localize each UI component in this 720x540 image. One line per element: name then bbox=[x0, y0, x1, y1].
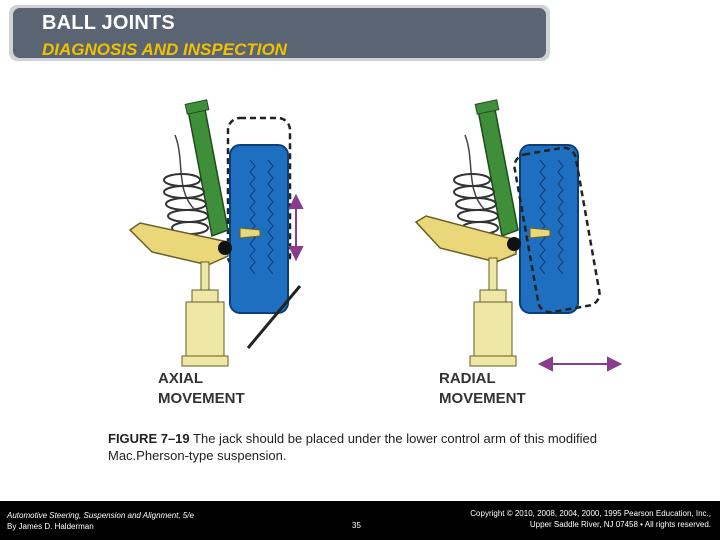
footer-bar: Automotive Steering, Suspension and Alig… bbox=[0, 501, 720, 540]
caption-text: The jack should be placed under the lowe… bbox=[108, 431, 597, 463]
left-coil-spring bbox=[163, 173, 209, 235]
book-author: By James D. Halderman bbox=[7, 522, 94, 531]
right-tire-outline bbox=[513, 146, 601, 314]
radial-label-line1: RADIAL bbox=[439, 370, 496, 387]
copyright-line2: Upper Saddle River, NJ 07458 • All right… bbox=[529, 520, 711, 529]
left-pry-bar bbox=[246, 285, 302, 349]
left-jack-post bbox=[200, 261, 210, 293]
page-subtitle: DIAGNOSIS AND INSPECTION bbox=[42, 40, 287, 59]
page-number: 35 bbox=[352, 521, 361, 530]
left-ball-joint bbox=[218, 241, 232, 255]
suspension-figure: AXIAL MOVEMENT bbox=[128, 99, 623, 407]
right-ball-joint bbox=[507, 237, 521, 251]
title-bar-background bbox=[9, 5, 550, 61]
right-assembly: RADIAL MOVEMENT bbox=[414, 99, 623, 407]
right-jack-post bbox=[488, 257, 498, 293]
right-control-arm bbox=[414, 215, 517, 263]
right-tire bbox=[519, 144, 579, 314]
radial-label-line2: MOVEMENT bbox=[439, 390, 526, 407]
radial-arrow bbox=[537, 356, 623, 372]
copyright-line1: Copyright © 2010, 2008, 2004, 2000, 1995… bbox=[470, 509, 711, 518]
axial-arrow bbox=[288, 193, 304, 262]
figure-number: FIGURE 7–19 bbox=[108, 431, 190, 446]
axial-label-line2: MOVEMENT bbox=[158, 390, 245, 407]
right-jack bbox=[473, 301, 513, 359]
left-assembly: AXIAL MOVEMENT bbox=[128, 99, 304, 407]
left-jack bbox=[185, 301, 225, 359]
left-tire bbox=[229, 144, 289, 314]
axial-label-line1: AXIAL bbox=[158, 370, 203, 387]
title-bar: BALL JOINTS DIAGNOSIS AND INSPECTION bbox=[8, 4, 551, 62]
page-title: BALL JOINTS bbox=[42, 12, 175, 34]
footer-book-info: Automotive Steering, Suspension and Alig… bbox=[7, 510, 194, 532]
right-coil-spring bbox=[453, 173, 499, 235]
left-control-arm bbox=[128, 222, 229, 266]
figure-caption: FIGURE 7–19 The jack should be placed un… bbox=[108, 430, 628, 464]
footer-copyright: Copyright © 2010, 2008, 2004, 2000, 1995… bbox=[470, 508, 711, 530]
book-title: Automotive Steering, Suspension and Alig… bbox=[7, 511, 194, 520]
